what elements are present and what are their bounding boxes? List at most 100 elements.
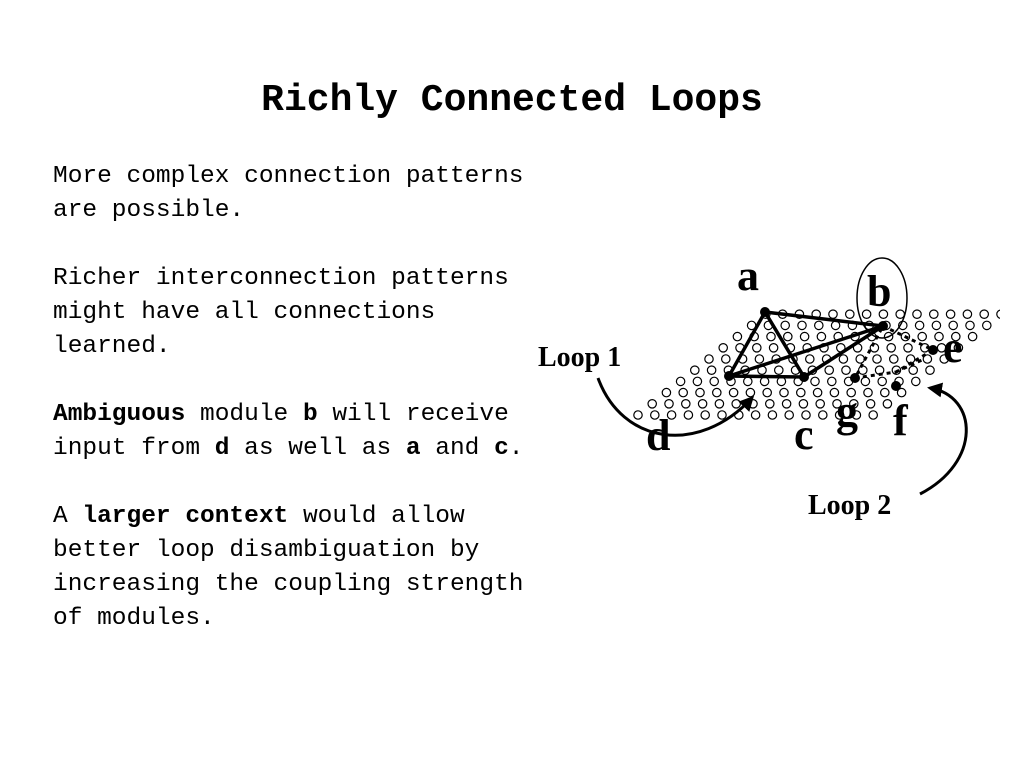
lattice-cell	[962, 309, 973, 319]
lattice-cell	[868, 410, 878, 420]
lattice-cell	[879, 387, 890, 398]
lattice-cell	[895, 309, 905, 319]
lattice-cell	[810, 376, 820, 387]
lattice-cell	[745, 387, 756, 398]
lattice-cell	[832, 399, 842, 409]
lattice-cell	[782, 331, 793, 342]
lattice-cell	[912, 309, 922, 319]
lattice-cell	[861, 309, 872, 319]
lattice-cell	[910, 376, 921, 387]
slide-body: More complex connection patterns are pos…	[53, 160, 543, 670]
lattice-cell	[816, 331, 827, 342]
node-c	[799, 372, 809, 382]
lattice-cell	[934, 331, 944, 342]
lattice-cell	[824, 365, 834, 375]
lattice-cell	[948, 320, 958, 331]
lattice-cell	[664, 399, 674, 409]
label-g: g	[836, 387, 858, 436]
lattice-cell	[882, 399, 893, 409]
label-e: e	[943, 323, 963, 372]
lattice-cell	[834, 410, 845, 420]
lattice-cell	[732, 331, 743, 342]
lattice-cell	[908, 365, 918, 375]
lattice-cell	[917, 331, 927, 342]
paragraph-ambiguous-module: Ambiguous module b will receive input fr…	[53, 398, 543, 466]
lattice-cell	[767, 410, 778, 420]
lattice-cell	[813, 320, 824, 331]
loop2-dotted-path	[852, 324, 937, 380]
lattice-cell	[855, 354, 865, 364]
lattice-cell	[891, 365, 902, 375]
text-segment: would allow better loop disambiguation b…	[53, 503, 524, 632]
lattice-cell	[851, 410, 862, 420]
lattice-cell	[650, 410, 660, 420]
lattice-cell	[731, 399, 741, 409]
lattice-cell	[633, 410, 643, 420]
text-segment: A	[53, 503, 83, 530]
lattice-cell	[709, 376, 719, 387]
lattice-cell	[768, 343, 779, 353]
lattice-cell	[939, 354, 949, 364]
lattice-cell	[967, 331, 978, 342]
loop-diagram: a b c d e f g Loop 1 Loop 2	[538, 251, 1000, 521]
label-loop1: Loop 1	[538, 342, 621, 373]
label-a: a	[737, 251, 759, 300]
lattice-cell	[678, 387, 688, 398]
lattice-cell	[695, 387, 705, 398]
lattice-cell	[931, 320, 942, 331]
lattice-cell	[666, 410, 677, 420]
lattice-cell	[714, 399, 725, 409]
lattice-cell	[798, 399, 809, 409]
label-c: c	[794, 410, 814, 459]
label-loop2: Loop 2	[808, 490, 891, 521]
lattice-cell	[878, 309, 889, 319]
paragraph-larger-context: A larger context would allow better loop…	[53, 500, 543, 636]
paragraph-richer-patterns: Richer interconnection patterns might ha…	[53, 265, 509, 360]
lattice-cell	[826, 376, 837, 387]
lattice-cell	[815, 399, 825, 409]
label-b: b	[867, 267, 891, 316]
lattice-cell	[828, 309, 838, 319]
lattice-cell	[774, 365, 784, 375]
lattice-cell	[675, 376, 686, 387]
lattice-cell	[743, 376, 753, 387]
lattice-cell	[754, 354, 765, 364]
paragraph-complex-patterns: More complex connection patterns are pos…	[53, 163, 524, 224]
loop1-triangle-left	[726, 308, 808, 379]
emphasis-d: d	[214, 435, 230, 462]
lattice-cell	[766, 331, 776, 342]
lattice-cell	[692, 376, 703, 387]
lattice-cell	[700, 410, 710, 420]
node-d	[724, 371, 734, 381]
lattice-cell	[848, 399, 859, 409]
text-segment: .	[508, 435, 524, 462]
loop2-arrow	[919, 382, 968, 496]
emphasis-ambiguous: Ambiguous	[53, 401, 186, 428]
lattice-cell	[781, 399, 792, 409]
loop1-arrow	[596, 377, 755, 437]
lattice-cell	[863, 387, 873, 398]
lattice-cell	[762, 387, 772, 398]
text-segment: and	[420, 435, 495, 462]
lattice-cell	[886, 343, 896, 353]
text-segment: will receive input from	[53, 401, 509, 462]
lattice-cell	[841, 365, 851, 375]
lattice-cell	[925, 365, 935, 375]
label-f: f	[893, 396, 909, 445]
text-segment: as well as	[229, 435, 406, 462]
lattice-cell	[706, 365, 717, 375]
lattice-cell	[779, 387, 789, 398]
lattice-cell	[804, 354, 815, 364]
emphasis-a: a	[405, 435, 421, 462]
loop1-cross-link	[728, 324, 884, 378]
lattice-cell	[829, 387, 840, 398]
lattice-cell	[872, 354, 882, 364]
lattice-cell	[996, 309, 1000, 319]
lattice-cell	[981, 320, 992, 331]
lattice-cell	[721, 354, 731, 364]
lattice-cell	[718, 343, 728, 353]
lattice-cell	[795, 387, 806, 398]
lattice-cell	[797, 320, 807, 331]
node-a	[760, 307, 770, 317]
lattice-cell	[728, 387, 739, 398]
